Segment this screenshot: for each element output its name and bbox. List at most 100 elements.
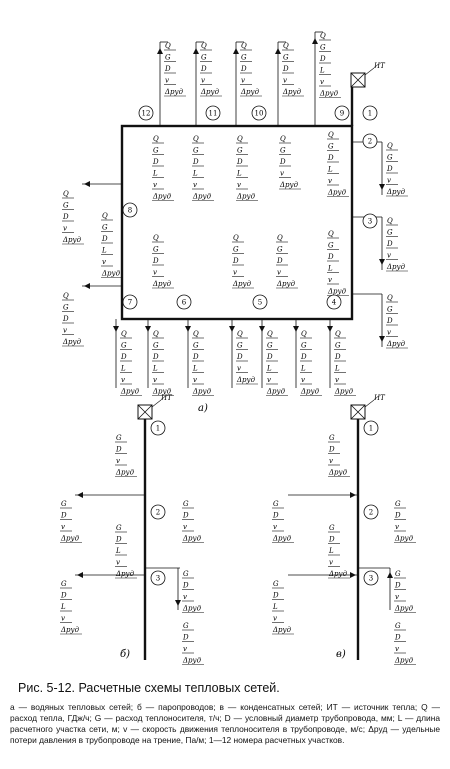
param-L: L bbox=[319, 67, 325, 75]
heat-source-icon-c: ИТ bbox=[350, 394, 386, 420]
section-marker-1: 1 bbox=[363, 420, 379, 436]
param-v: v bbox=[329, 457, 333, 465]
param-D: D bbox=[327, 154, 334, 162]
param-L: L bbox=[334, 365, 340, 373]
flow-arrow bbox=[379, 184, 385, 190]
param-D: D bbox=[152, 353, 159, 361]
flow-arrow bbox=[379, 336, 385, 342]
param-G: G bbox=[183, 500, 189, 508]
param-dp: Δpуд bbox=[272, 535, 292, 543]
param-L: L bbox=[328, 547, 334, 555]
section-marker-4: 4 bbox=[326, 294, 342, 310]
param-G: G bbox=[329, 434, 335, 442]
param-G: G bbox=[193, 147, 199, 155]
param-Q: Q bbox=[387, 294, 393, 302]
param-v: v bbox=[277, 269, 281, 277]
flow-arrow bbox=[157, 48, 163, 54]
param-D: D bbox=[115, 536, 122, 544]
param-dp: Δpуд bbox=[282, 88, 302, 96]
param-D: D bbox=[236, 158, 243, 166]
param-v: v bbox=[63, 225, 67, 233]
svg-text:1: 1 bbox=[369, 425, 373, 433]
svg-text:3: 3 bbox=[369, 575, 373, 583]
param-L: L bbox=[236, 170, 242, 178]
param-v: v bbox=[193, 376, 197, 384]
param-D: D bbox=[272, 592, 279, 600]
param-dp: Δpуд bbox=[152, 280, 172, 288]
flow-arrow bbox=[293, 326, 299, 332]
param-v: v bbox=[273, 523, 277, 531]
param-dp: Δpуд bbox=[182, 605, 202, 613]
param-Q: Q bbox=[280, 135, 286, 143]
param-D: D bbox=[334, 353, 341, 361]
flow-arrow bbox=[84, 283, 90, 289]
flow-arrow bbox=[145, 326, 151, 332]
svg-text:1: 1 bbox=[368, 110, 372, 118]
param-D: D bbox=[386, 165, 393, 173]
svg-text:12: 12 bbox=[142, 110, 151, 118]
param-dp: Δpуд bbox=[334, 388, 354, 396]
ring-main-pipeline bbox=[120, 124, 354, 321]
param-v: v bbox=[329, 559, 333, 567]
param-G: G bbox=[328, 143, 334, 151]
svg-text:8: 8 bbox=[128, 207, 132, 215]
param-dp: Δpуд bbox=[182, 535, 202, 543]
param-G: G bbox=[320, 44, 326, 52]
param-G: G bbox=[267, 342, 273, 350]
param-dp: Δpуд bbox=[152, 388, 172, 396]
param-L: L bbox=[327, 166, 333, 174]
param-G: G bbox=[395, 570, 401, 578]
flow-arrow bbox=[233, 48, 239, 54]
param-D: D bbox=[192, 158, 199, 166]
param-L: L bbox=[60, 603, 66, 611]
svg-text:9: 9 bbox=[340, 110, 344, 118]
param-dp: Δpуд bbox=[319, 90, 339, 98]
param-v: v bbox=[153, 269, 157, 277]
param-G: G bbox=[201, 54, 207, 62]
param-v: v bbox=[153, 376, 157, 384]
param-D: D bbox=[101, 235, 108, 243]
param-D: D bbox=[394, 582, 401, 590]
param-Q: Q bbox=[233, 234, 239, 242]
param-D: D bbox=[276, 257, 283, 265]
figure-caption: Рис. 5-12. Расчетные схемы тепловых сете… bbox=[10, 681, 440, 746]
param-G: G bbox=[283, 54, 289, 62]
flow-arrow bbox=[185, 326, 191, 332]
param-G: G bbox=[121, 342, 127, 350]
section-marker-7: 7 bbox=[122, 294, 138, 310]
param-dp: Δpуд bbox=[276, 280, 296, 288]
svg-text:4: 4 bbox=[332, 299, 337, 307]
param-D: D bbox=[200, 65, 207, 73]
param-v: v bbox=[335, 376, 339, 384]
param-dp: Δpуд bbox=[279, 181, 299, 189]
param-v: v bbox=[283, 77, 287, 85]
param-D: D bbox=[152, 158, 159, 166]
param-v: v bbox=[121, 376, 125, 384]
flow-arrow bbox=[275, 48, 281, 54]
svg-text:11: 11 bbox=[209, 110, 218, 118]
flow-arrow bbox=[350, 572, 356, 578]
param-L: L bbox=[101, 247, 107, 255]
flow-arrow bbox=[259, 326, 265, 332]
flow-arrow bbox=[77, 572, 83, 578]
section-marker-3: 3 bbox=[150, 570, 166, 586]
section-marker-2: 2 bbox=[150, 504, 166, 520]
param-G: G bbox=[233, 246, 239, 254]
param-v: v bbox=[280, 170, 284, 178]
flow-arrow bbox=[350, 492, 356, 498]
param-L: L bbox=[115, 547, 121, 555]
param-G: G bbox=[116, 524, 122, 532]
